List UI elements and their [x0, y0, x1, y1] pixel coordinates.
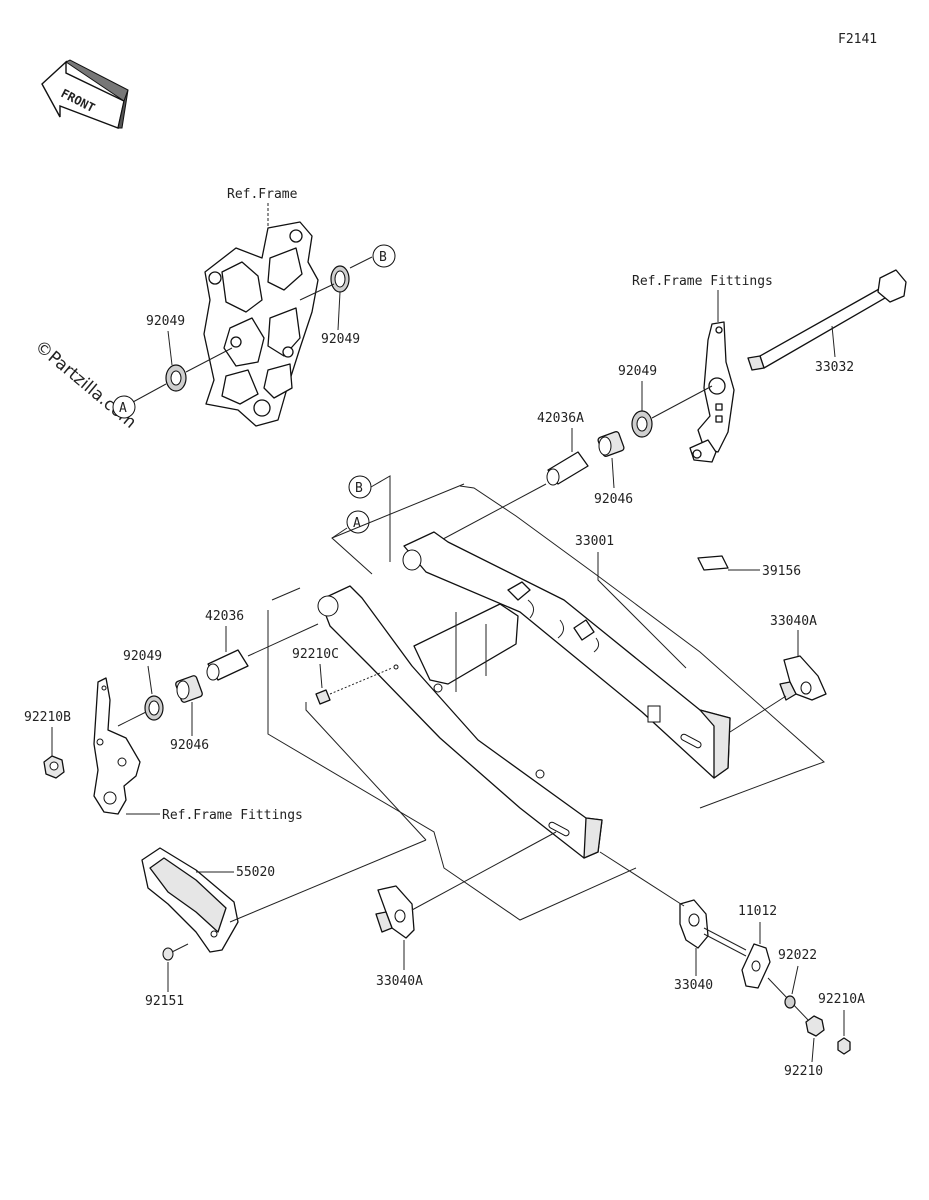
label-33001: 33001 [575, 534, 614, 549]
leader-callout-a-top [132, 383, 167, 403]
leader-92210C [319, 663, 323, 689]
label-92210C: 92210C [292, 647, 339, 662]
label-92022: 92022 [778, 948, 817, 963]
callout-a-top-text: A [119, 401, 127, 416]
callout-b-top-text: B [379, 250, 387, 265]
assembly-outline-92210C [305, 702, 427, 841]
assembly-outline-top [331, 483, 465, 539]
label-92151: 92151 [145, 994, 184, 1009]
assembly-line-33040A-left [411, 831, 557, 911]
chain-guide-55020-icon [141, 847, 239, 953]
assembly-outline-left [267, 610, 637, 921]
callout-b-top [372, 244, 396, 268]
leader-92046-a [611, 457, 615, 489]
leader-92022 [791, 965, 799, 995]
chain-adjuster-33040A-right-icon [779, 655, 827, 701]
leader-92210 [811, 1037, 815, 1063]
leader-callout-b-lower [370, 475, 391, 562]
collar-42036-icon [206, 649, 249, 681]
label-39156: 39156 [762, 564, 801, 579]
bolt-92151-icon [162, 943, 189, 961]
leader-callout-a-lower [331, 527, 373, 575]
shaft-line-b [299, 283, 335, 301]
shaft-line-upper [429, 483, 547, 547]
callout-a-top [112, 395, 136, 419]
leader-92049-a [167, 330, 173, 366]
assembly-line-33040A-right [729, 695, 787, 733]
label-92046-a: 92046 [594, 492, 633, 507]
callout-b-lower-text: B [355, 481, 363, 496]
callout-a-lower-text: A [353, 516, 361, 531]
frame-plate [203, 221, 319, 427]
frame-fitting-left [93, 677, 141, 815]
leader-callout-b-top [349, 256, 373, 269]
label-42036: 42036 [205, 609, 244, 624]
chain-adjuster-33040-icon [679, 899, 747, 957]
nut-92210-icon [805, 1015, 825, 1037]
pivot-shaft-33032 [747, 269, 907, 371]
bolt-92210C-icon [315, 689, 331, 705]
label-33032: 33032 [815, 360, 854, 375]
shaft-line-lower [247, 623, 319, 657]
assembly-outline-left-top [271, 587, 301, 601]
collar-42036A-icon [546, 451, 589, 486]
shaft-line-c [651, 385, 713, 419]
label-55020: 55020 [236, 865, 275, 880]
leader-92049-d [147, 665, 153, 695]
label-92210A: 92210A [818, 992, 865, 1007]
label-92046-b: 92046 [170, 738, 209, 753]
shaft-line-a [185, 347, 233, 373]
bearing-92046-a-icon [597, 431, 625, 457]
label-92210B: 92210B [24, 710, 71, 725]
frame-fitting-right [689, 321, 735, 463]
shaft-line-d [117, 711, 147, 727]
label-ref-frame-fittings-top: Ref.Frame Fittings [632, 274, 773, 289]
assembly-outline-right [459, 485, 825, 809]
label-33040A-a: 33040A [770, 614, 817, 629]
label-ref-frame-fittings-bottom: Ref.Frame Fittings [162, 808, 303, 823]
nut-92210A-icon [837, 1037, 851, 1055]
bearing-92046-b-icon [175, 675, 203, 703]
assembly-line-55020 [229, 839, 427, 923]
label-92210: 92210 [784, 1064, 823, 1079]
label-ref-frame: Ref.Frame [227, 187, 298, 202]
label-33040A-b: 33040A [376, 974, 423, 989]
front-arrow-icon: FRONT [41, 59, 129, 129]
washer-92022-icon [784, 995, 796, 1009]
adjuster-block-11012-icon [741, 943, 771, 989]
assembly-line-92210C [329, 667, 393, 695]
callout-a-lower [346, 510, 370, 534]
label-92049-d: 92049 [123, 649, 162, 664]
label-92049-c: 92049 [618, 364, 657, 379]
nut-92210B-icon [43, 755, 65, 779]
swingarm-33001 [317, 531, 731, 859]
label-11012: 11012 [738, 904, 777, 919]
diagram-code: F2141 [838, 32, 877, 47]
label-92049-a: 92049 [146, 314, 185, 329]
chain-adjuster-33040A-left-icon [375, 885, 415, 939]
leader-92049-b [337, 291, 341, 331]
label-42036A: 42036A [537, 411, 584, 426]
label-92049-b: 92049 [321, 332, 360, 347]
assembly-line-33040 [599, 851, 685, 907]
leader-33032 [831, 325, 836, 358]
label-33040: 33040 [674, 978, 713, 993]
sticker-39156-icon [697, 555, 729, 571]
leader-33001 [597, 552, 687, 669]
